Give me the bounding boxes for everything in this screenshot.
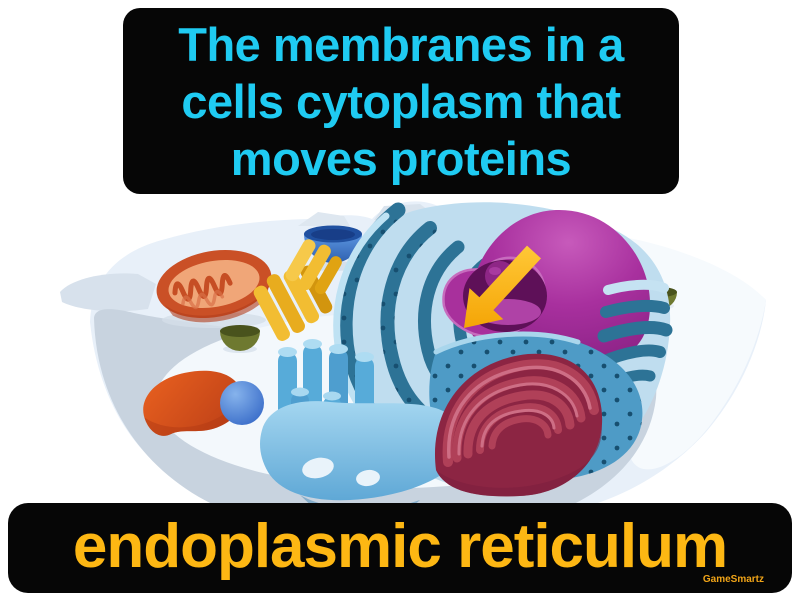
centriole-stack-icon xyxy=(253,239,342,341)
definition-line-1: The membranes in a xyxy=(178,17,624,71)
definition-box: The membranes in a cells cytoplasm that … xyxy=(123,8,679,194)
peroxisome-sphere-icon xyxy=(220,381,264,425)
vesicle-cup-green-icon xyxy=(220,325,260,351)
watermark: GameSmartz xyxy=(702,574,764,585)
smooth-er-sheet-icon xyxy=(260,339,464,519)
term-bar: endoplasmic reticulum GameSmartz xyxy=(8,503,792,593)
definition-line-3: moves proteins xyxy=(230,131,572,185)
definition-line-2: cells cytoplasm that xyxy=(181,74,621,128)
lysosome-blob-icon xyxy=(143,370,242,436)
highlight-arrow-icon xyxy=(464,245,541,328)
golgi-apparatus-icon xyxy=(434,353,603,497)
term-text: endoplasmic reticulum xyxy=(72,511,728,581)
mitochondrion-icon xyxy=(156,249,272,323)
